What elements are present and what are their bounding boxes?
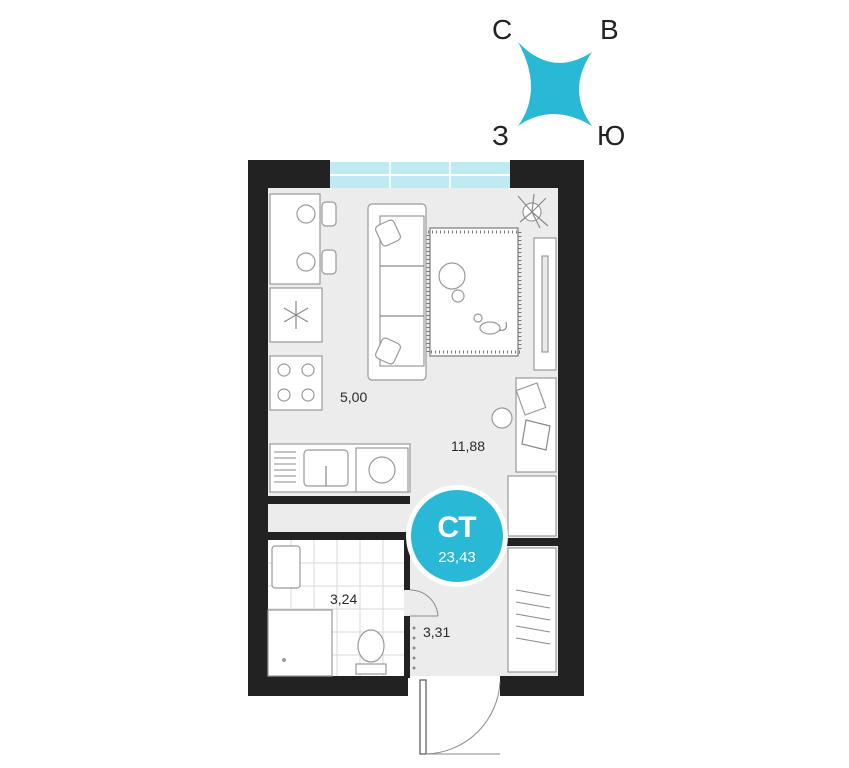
- drain-rack: [274, 451, 296, 483]
- wardrobe: [507, 547, 557, 673]
- compass-west: З: [492, 120, 509, 151]
- coffee-table: [438, 262, 466, 303]
- studio-badge: СТ 23,43: [406, 485, 508, 587]
- shower-drain: [282, 658, 286, 662]
- living-area-label: 11,88: [451, 438, 485, 454]
- bathroom-area-label: 3,24: [330, 591, 357, 607]
- cat-icon: [473, 313, 507, 335]
- compass-east: В: [600, 14, 619, 45]
- compass-star-icon: [518, 42, 592, 126]
- bathroom-sink: [271, 545, 301, 589]
- entrance-door: [419, 679, 501, 755]
- living-room: [367, 193, 557, 673]
- chair-2: [296, 249, 337, 275]
- compass-north: С: [492, 14, 512, 45]
- shower: [267, 609, 333, 677]
- toilet: [355, 629, 387, 675]
- stove-burners: [277, 363, 315, 402]
- stove: [269, 355, 323, 411]
- rug: [426, 227, 522, 357]
- bathroom-door: [409, 589, 439, 617]
- bathroom: [267, 540, 404, 677]
- hall-area-label: 3,31: [423, 624, 450, 640]
- wardrobe-upper: [507, 475, 557, 537]
- compass: С В З Ю: [492, 14, 625, 151]
- kitchen: [269, 193, 411, 493]
- coat-hooks: [412, 626, 416, 670]
- badge-area: 23,43: [438, 549, 476, 566]
- interior-walls: [268, 496, 558, 678]
- window: [330, 162, 510, 188]
- badge-title: СТ: [437, 511, 476, 544]
- desk: [491, 377, 557, 473]
- chair-1: [296, 201, 337, 227]
- snowflake-icon: [283, 301, 309, 329]
- plant-icon: [517, 193, 549, 229]
- compass-south: Ю: [597, 120, 625, 151]
- outer-walls: [248, 160, 584, 696]
- washing-machine: [355, 447, 409, 493]
- fridge: [269, 287, 323, 343]
- kitchen-area-label: 5,00: [340, 389, 367, 405]
- tv-stand: [533, 237, 557, 371]
- sofa: [367, 203, 427, 381]
